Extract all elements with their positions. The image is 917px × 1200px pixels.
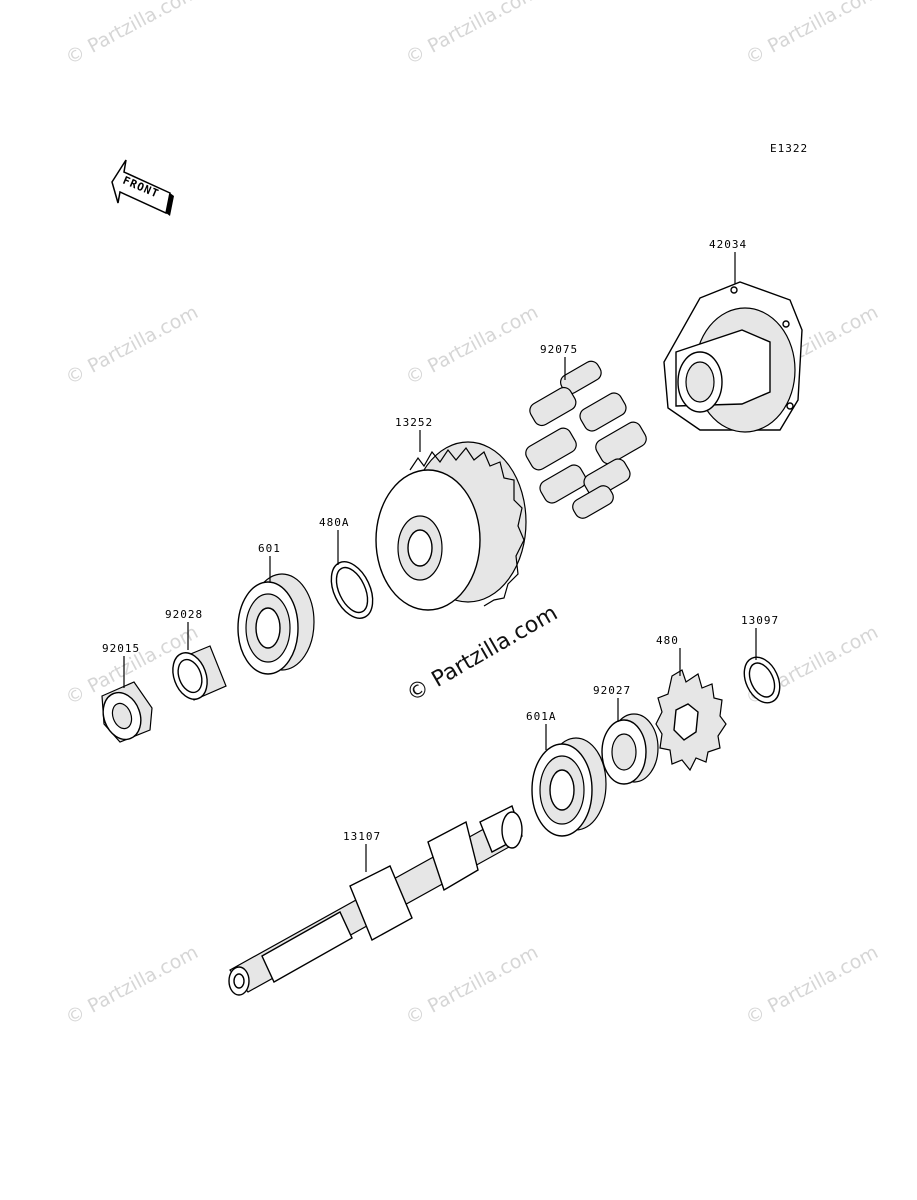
part-label-92028[interactable]: 92028 <box>165 608 203 621</box>
part-601A-bearing[interactable] <box>531 737 607 837</box>
part-label-601[interactable]: 601 <box>258 542 281 555</box>
part-label-480A[interactable]: 480A <box>319 516 350 529</box>
diagram-code: E1322 <box>770 142 808 155</box>
part-label-92075[interactable]: 92075 <box>540 343 578 356</box>
part-13097-gear[interactable] <box>655 669 727 772</box>
part-label-42034[interactable]: 42034 <box>709 238 747 251</box>
part-label-92027[interactable]: 92027 <box>593 684 631 697</box>
part-label-13097[interactable]: 480 <box>656 634 679 647</box>
watermark: © Partzilla.com <box>742 941 882 1029</box>
part-label-601A[interactable]: 601A <box>526 710 557 723</box>
front-arrow-icon: FRONT <box>111 159 174 216</box>
part-13107-shaft[interactable] <box>228 805 523 996</box>
watermark: © Partzilla.com <box>402 0 542 69</box>
part-480A-circlip[interactable] <box>323 555 381 625</box>
part-42034-cover[interactable] <box>663 281 803 433</box>
part-label-92015[interactable]: 92015 <box>102 642 140 655</box>
part-label-13252[interactable]: 13252 <box>395 416 433 429</box>
part-92015-nut[interactable] <box>97 681 153 745</box>
watermark: © Partzilla.com <box>402 301 542 389</box>
watermark: © Partzilla.com <box>62 301 202 389</box>
part-92027-collar[interactable] <box>601 713 659 785</box>
part-13252-gear[interactable] <box>375 441 527 611</box>
part-92075-rollers[interactable] <box>523 358 649 521</box>
part-label-13107[interactable]: 13107 <box>343 830 381 843</box>
watermark: © Partzilla.com <box>62 0 202 69</box>
watermark-center: © Partzilla.com <box>403 601 563 708</box>
watermark: © Partzilla.com <box>402 941 542 1029</box>
part-480-circlip[interactable] <box>737 651 786 708</box>
part-92028-collar[interactable] <box>167 645 227 704</box>
part-601-bearing[interactable] <box>237 573 315 675</box>
watermark: © Partzilla.com <box>742 0 882 69</box>
watermark: © Partzilla.com <box>62 941 202 1029</box>
part-label-480[interactable]: 13097 <box>741 614 779 627</box>
